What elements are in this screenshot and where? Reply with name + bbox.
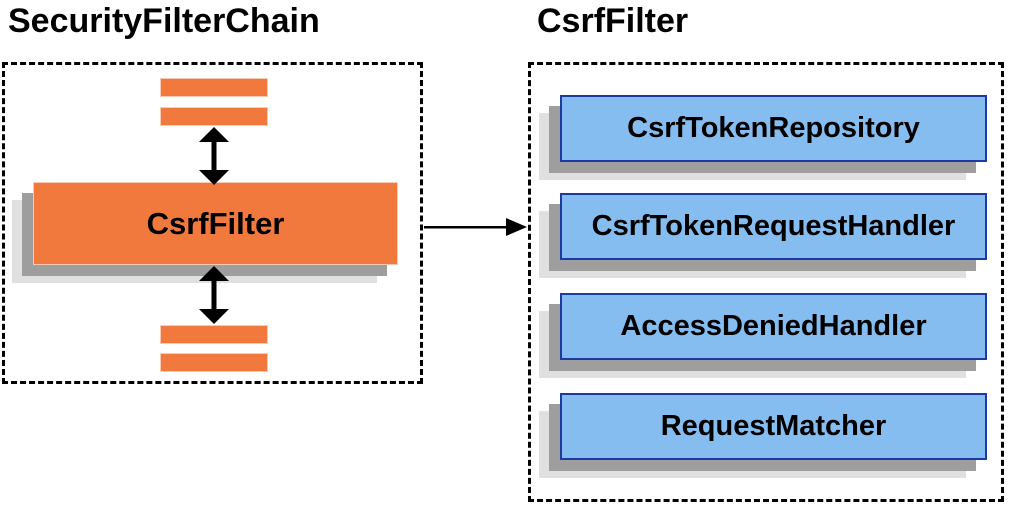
security-filter-chain-container (2, 62, 423, 384)
left-panel-title: SecurityFilterChain (8, 2, 320, 40)
other-filter-bar-1 (160, 78, 268, 97)
other-filter-bar-3 (160, 325, 268, 344)
component-box-csrf-token-request-handler: CsrfTokenRequestHandler (560, 193, 987, 260)
csrf-filter-box: CsrfFilter (33, 182, 398, 265)
other-filter-bar-2 (160, 107, 268, 126)
other-filter-bar-4 (160, 353, 268, 372)
csrf-filter-container (528, 62, 1004, 502)
component-box-csrf-token-repository: CsrfTokenRepository (560, 95, 987, 162)
component-box-request-matcher: RequestMatcher (560, 393, 987, 460)
right-panel-title: CsrfFilter (537, 2, 689, 40)
double-arrow-icon (199, 127, 229, 185)
csrf-filter-box-label: CsrfFilter (146, 205, 285, 241)
right-arrow-icon (424, 218, 527, 236)
double-arrow-icon (199, 266, 229, 324)
component-box-access-denied-handler: AccessDeniedHandler (560, 293, 987, 360)
